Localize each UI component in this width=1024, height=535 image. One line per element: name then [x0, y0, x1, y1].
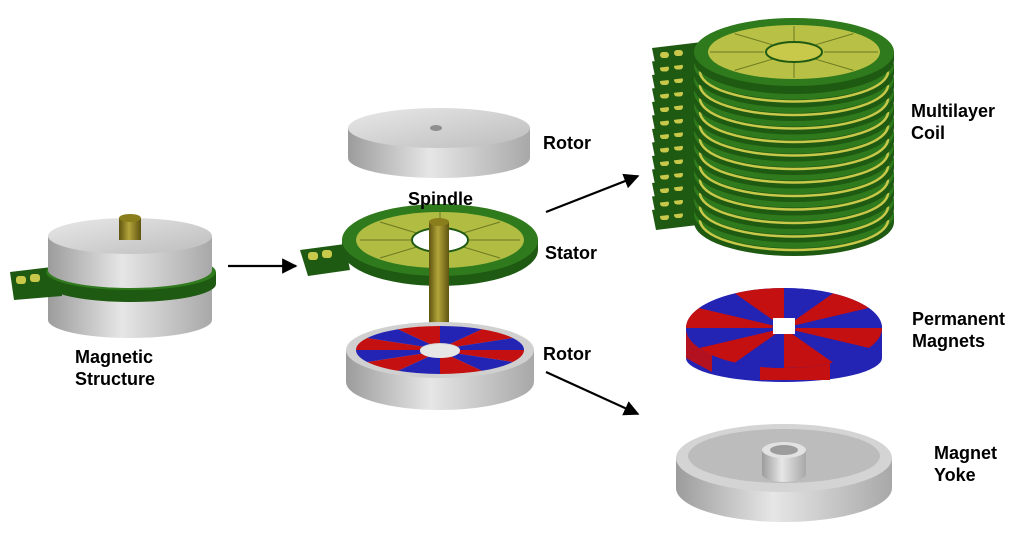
rotor-magnet-segment — [457, 350, 524, 362]
permanent-magnet-segment — [790, 293, 869, 326]
top-rotor-disc — [348, 108, 530, 178]
rotor-magnet-segment — [398, 356, 440, 374]
spindle-shaft — [429, 218, 449, 332]
rotor-magnet-segment — [450, 329, 513, 347]
rotor-magnet-segment — [367, 353, 430, 371]
label-magnet-yoke: Magnet Yoke — [934, 443, 997, 485]
magnetic-structure-assembly — [10, 214, 216, 338]
permanent-magnet-segment — [686, 308, 774, 328]
permanent-magnet-segment — [784, 332, 833, 368]
permanent-magnet-segment — [784, 288, 833, 324]
permanent-magnet-segment — [686, 328, 774, 348]
label-stator: Stator — [545, 243, 598, 263]
permanent-magnet-segment — [790, 330, 869, 363]
label-rotor-bottom: Rotor — [543, 344, 591, 364]
permanent-magnet-segment — [794, 328, 882, 348]
rotor-magnet-segment — [440, 326, 482, 344]
multilayer-coil-stack — [652, 18, 894, 256]
label-spindle: Spindle — [408, 189, 474, 209]
permanent-magnet-segment — [699, 330, 778, 363]
rotor-magnet-segment — [398, 326, 440, 344]
arrow-to-coil — [545, 173, 640, 214]
label-multilayer-coil: Multilayer Coil — [911, 101, 996, 143]
arrow-to-yoke — [545, 370, 640, 416]
stator-disc — [300, 204, 538, 286]
permanent-magnet-segment — [794, 308, 882, 328]
magnet-yoke — [676, 424, 892, 522]
permanent-magnets-disc — [686, 288, 882, 382]
rotor-magnet-segment — [356, 338, 423, 350]
rotor-magnet-segment — [457, 338, 524, 350]
rotor-magnet-segment — [450, 353, 513, 371]
permanent-magnet-segment — [699, 293, 778, 326]
permanent-magnet-segment — [735, 332, 784, 368]
bottom-rotor-disc — [346, 322, 534, 410]
rotor-magnet-segment — [356, 350, 423, 362]
coil-layer — [652, 18, 894, 94]
rotor-magnet-segment — [367, 329, 430, 347]
label-rotor-top: Rotor — [543, 133, 591, 153]
permanent-magnet-segment — [735, 288, 784, 324]
label-permanent-magnets: Permanent Magnets — [912, 309, 1006, 351]
label-magnetic-structure: Magnetic Structure — [75, 347, 156, 389]
rotor-magnet-segment — [440, 356, 482, 374]
